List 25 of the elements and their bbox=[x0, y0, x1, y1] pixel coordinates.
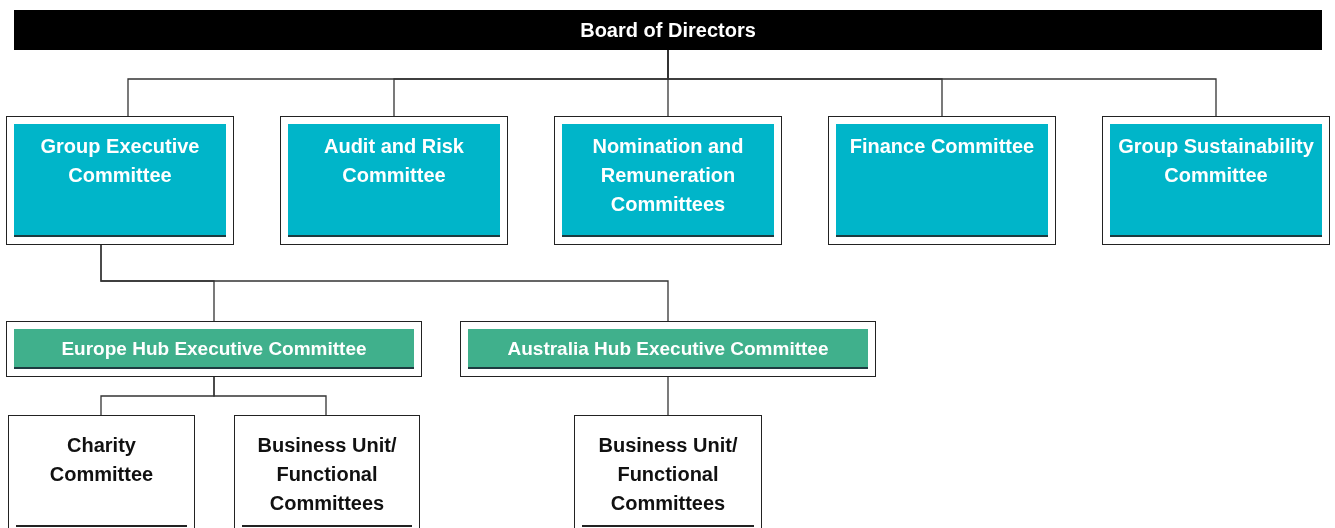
committee-name: Australia Hub Executive Committee bbox=[507, 336, 829, 361]
connector-line bbox=[213, 376, 327, 416]
connector-line bbox=[100, 244, 669, 322]
committee-name: Nomination and Remuneration Committees bbox=[591, 134, 745, 217]
committee-name: Audit and Risk Committee bbox=[323, 134, 465, 188]
committee-name: Group Sustainability Committee bbox=[1118, 134, 1314, 188]
committee-name: Business Unit/ Functional Committees bbox=[256, 433, 398, 516]
committee-name: Board of Directors bbox=[580, 17, 756, 43]
committee-box bbox=[280, 116, 508, 245]
committee-name: Charity Committee bbox=[48, 433, 155, 487]
committee-box bbox=[460, 321, 876, 377]
board-banner bbox=[14, 10, 1322, 50]
committee-name: Group Executive Committee bbox=[39, 134, 201, 188]
committee-box bbox=[554, 116, 782, 245]
committee-box bbox=[234, 415, 420, 528]
committee-box bbox=[6, 321, 422, 377]
committee-name: Business Unit/ Functional Committees bbox=[597, 433, 739, 516]
connector-line bbox=[667, 376, 669, 416]
committee-box bbox=[6, 116, 234, 245]
committee-box bbox=[8, 415, 195, 528]
committee-name: Finance Committee bbox=[849, 134, 1035, 159]
committee-name: Europe Hub Executive Committee bbox=[61, 336, 367, 361]
committee-box bbox=[574, 415, 762, 528]
committee-box bbox=[1102, 116, 1330, 245]
committee-box bbox=[828, 116, 1056, 245]
